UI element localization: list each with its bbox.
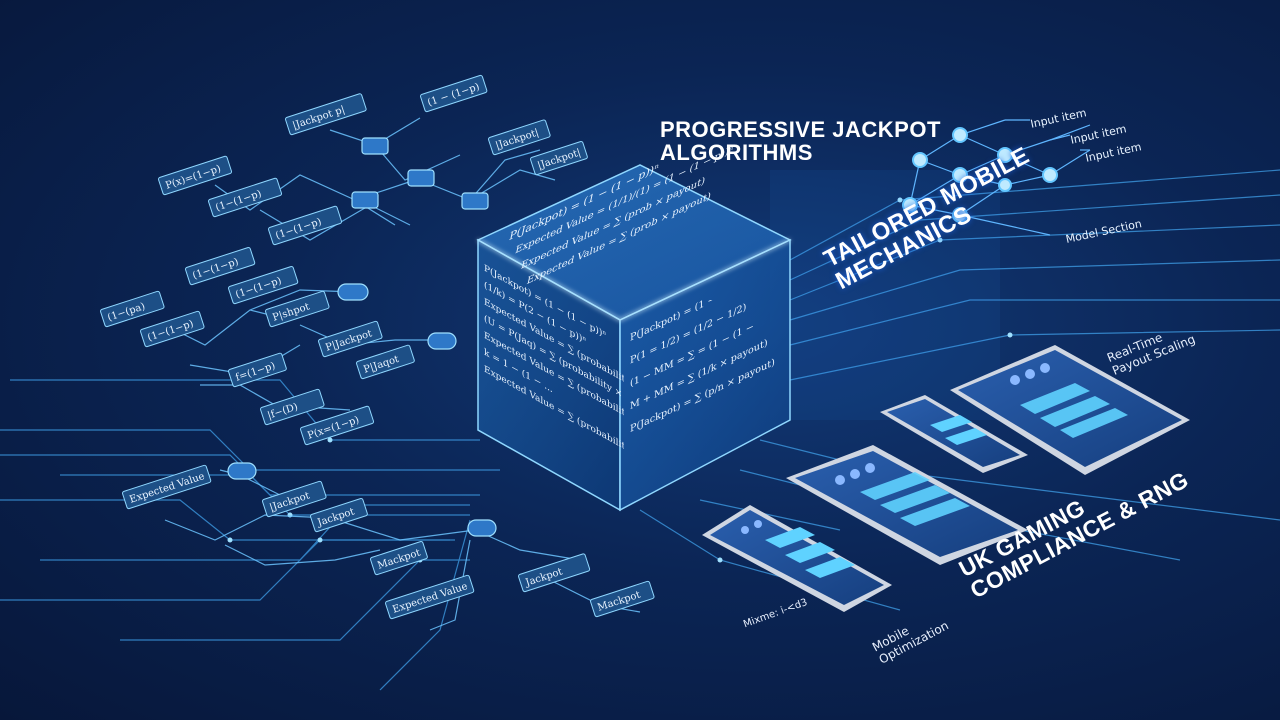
formula-box: (1 − (1−p) — [420, 74, 488, 113]
device-phone-large — [702, 505, 892, 612]
formula-box: (1−(1−p) — [268, 205, 343, 246]
formula-box: |Jackpot p| — [285, 93, 367, 136]
formula-box: (1−(1−p) — [208, 177, 283, 218]
formula-box-frame — [262, 480, 327, 518]
formula-box-frame — [488, 119, 551, 156]
formula-box-frame — [122, 464, 212, 510]
formula-box: |Jackpot — [262, 480, 327, 518]
formula-box: Mackpot — [590, 580, 655, 618]
formula-box-frame — [590, 580, 655, 618]
heading-progressive-line1: PROGRESSIVE JACKPOT — [660, 117, 941, 142]
formula-box: P|shpot — [265, 290, 330, 328]
formula-box-frame — [300, 405, 375, 446]
formula-box: (1−(1−p) — [140, 310, 205, 348]
cube-left-formulas: P(Jackpot) = (1 − (1 − p))ⁿ (1/k) = P(2 … — [484, 262, 624, 452]
network-nodes — [902, 127, 1058, 223]
formula-box-frame — [530, 141, 588, 176]
formula-box: (1−(1−p) — [228, 266, 299, 305]
formula-box-frame — [228, 266, 299, 305]
device-phone-small — [880, 395, 1028, 473]
heading-progressive-jackpot: PROGRESSIVE JACKPOT ALGORITHMS — [660, 118, 941, 164]
formula-box: |Jackpot| — [488, 119, 551, 156]
formula-box: |Jackpot| — [530, 141, 588, 176]
formula-box-frame — [140, 310, 205, 348]
formula-box-frame — [158, 155, 233, 196]
formula-cube — [476, 164, 792, 512]
formula-box: Jackpot — [518, 553, 591, 593]
formula-box-frame — [318, 320, 383, 358]
formula-box: (1−(pa) — [100, 290, 165, 328]
formula-box-frame — [185, 247, 256, 286]
formula-box-frame — [370, 541, 428, 576]
formula-box: Mackpot — [370, 541, 428, 576]
formula-box-frame — [518, 553, 591, 593]
heading-progressive-line2: ALGORITHMS — [660, 140, 813, 166]
device-tablet-medium — [786, 445, 1028, 565]
formula-box: P(x=(1−p) — [300, 405, 375, 446]
formula-box-frame — [310, 498, 368, 533]
formula-box: |f−(D) — [260, 388, 325, 426]
formula-box-frame — [285, 93, 367, 136]
formula-box-frame — [356, 344, 415, 380]
formula-box: f=(1−p) — [228, 352, 287, 388]
formula-box-frame — [100, 290, 165, 328]
formula-box-frame — [260, 388, 325, 426]
formula-box-frame — [208, 177, 283, 218]
device-tablet-large — [950, 345, 1190, 475]
formula-box-frame — [385, 574, 475, 620]
formula-box-frame — [420, 74, 488, 113]
flow-nodes — [227, 137, 497, 537]
formula-box-frame — [228, 352, 287, 388]
cube-right-formulas: P(Jackpot) = (1 − (1 − p))ⁿ P(1 = 1/2) =… — [630, 300, 785, 500]
formula-box: Expected Value — [122, 464, 212, 510]
formula-box-frame — [268, 205, 343, 246]
formula-box: P|Jaqot — [356, 344, 415, 380]
formula-box: (1−(1−p) — [185, 247, 256, 286]
formula-box-frame — [265, 290, 330, 328]
circuit-lines-left — [0, 379, 500, 691]
formula-box: P|Jackpot — [318, 320, 383, 358]
